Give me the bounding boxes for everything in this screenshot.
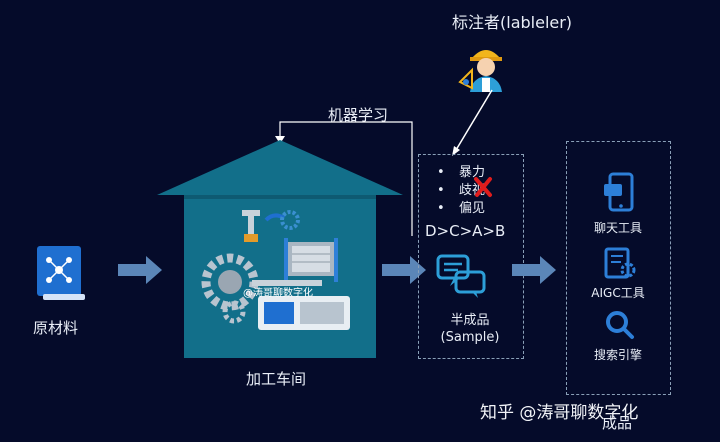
product-title: 成品 — [602, 414, 633, 432]
workshop-house — [157, 140, 403, 358]
semi-product-line2: (Sample) — [440, 330, 500, 345]
chat-phone-icon — [604, 172, 634, 212]
arrow-raw-to-workshop — [118, 256, 162, 284]
arrow-sample-to-product — [512, 256, 556, 284]
factory-machines-illustration — [201, 210, 350, 330]
semi-product-label: 半成品 (Sample) — [424, 312, 516, 346]
product-box — [566, 141, 671, 395]
reject-x-icon — [474, 177, 492, 197]
criterion-violence: 暴力 — [437, 164, 485, 182]
product-search-label: 搜索引擎 — [593, 348, 642, 362]
chat-bubbles-icon — [436, 254, 486, 298]
product-chat-label: 聊天工具 — [593, 221, 642, 235]
labeler-title: 标注者(lableler) — [452, 13, 573, 32]
product-aigc-label: AIGC工具 — [591, 286, 645, 300]
raw-material-label: 原材料 — [33, 319, 79, 337]
semi-product-line1: 半成品 — [450, 313, 490, 328]
ranking-text: D>C>A>B — [425, 222, 506, 240]
search-icon — [606, 311, 634, 339]
labeler-worker-icon — [458, 50, 502, 92]
arrow-workshop-to-sample — [382, 256, 426, 284]
labeler-connector-line — [452, 89, 493, 156]
sample-box — [418, 154, 524, 359]
raw-material-icon — [37, 246, 85, 300]
document-gear-icon — [604, 247, 636, 279]
workshop-label: 加工车间 — [246, 370, 307, 388]
criterion-bias: 偏见 — [437, 200, 485, 218]
ml-label: 机器学习 — [328, 106, 389, 124]
footer-watermark: 知乎 @涛哥聊数字化 — [480, 403, 639, 423]
watermark-small: @涛哥聊数字化 — [243, 288, 313, 299]
